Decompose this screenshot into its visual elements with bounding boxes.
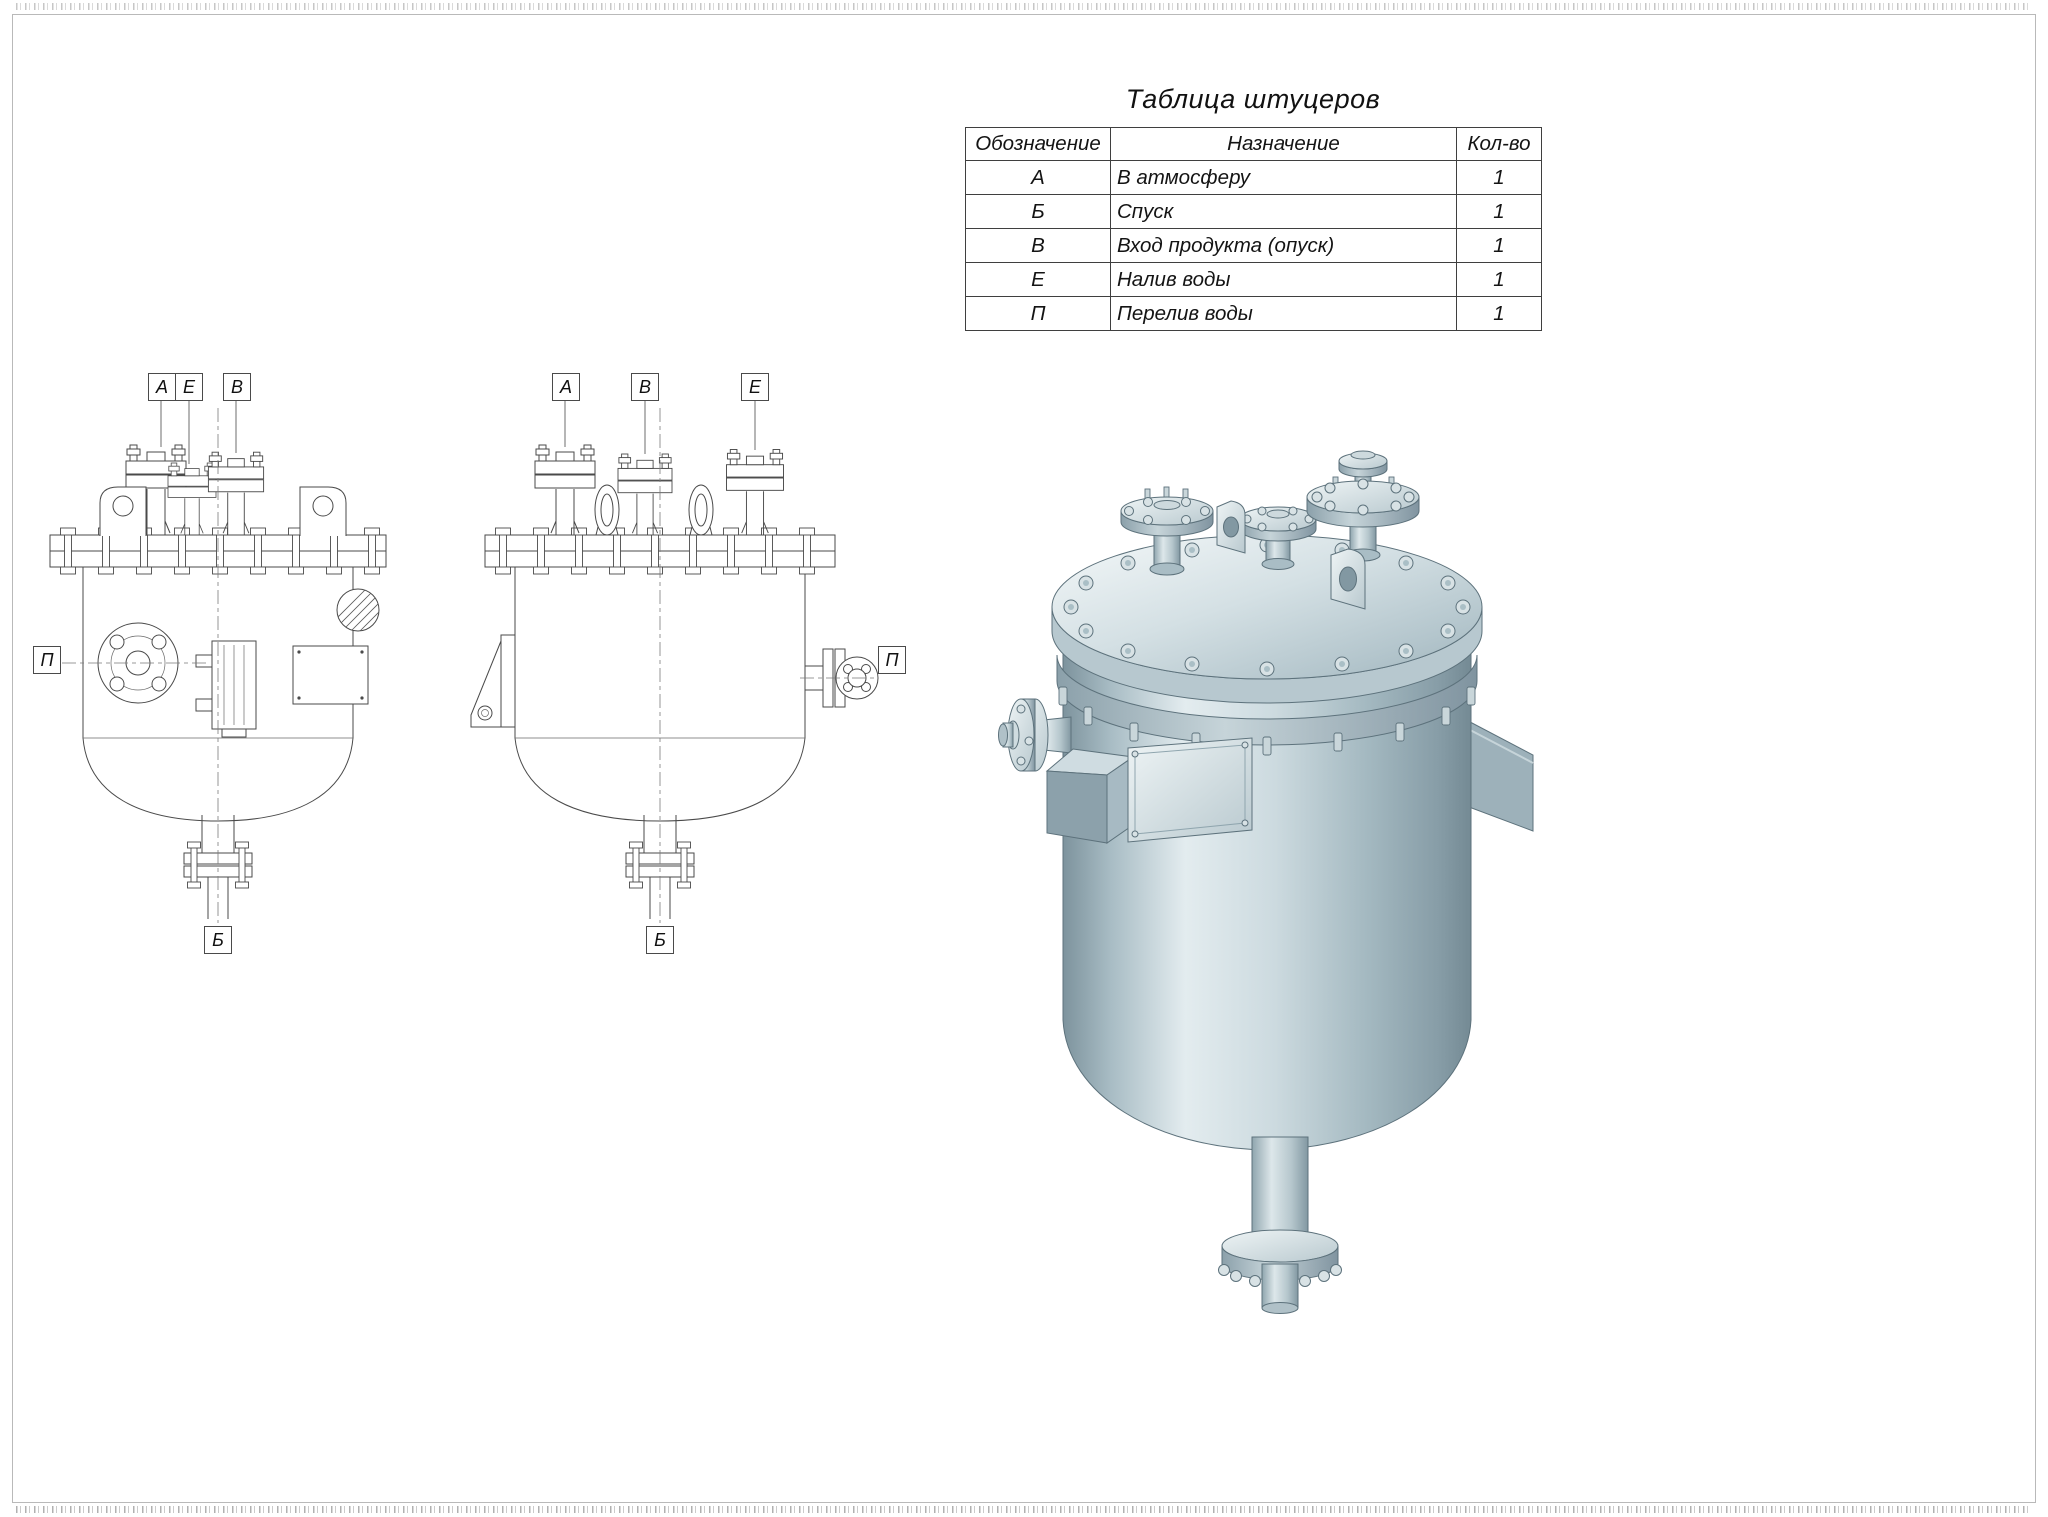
nozzle-label-v: В bbox=[223, 373, 251, 401]
cell-purpose: Налив воды bbox=[1110, 262, 1457, 297]
front-view: А Е В П Б bbox=[28, 363, 438, 973]
cell-designation: П bbox=[965, 296, 1111, 331]
iso-top-nozzle-left bbox=[1120, 486, 1214, 576]
iso-lifting-lug-left bbox=[1216, 500, 1246, 554]
cell-qty: 1 bbox=[1456, 160, 1542, 195]
centerlines bbox=[36, 408, 219, 923]
iso-drain-nozzle bbox=[1218, 1136, 1342, 1314]
cell-purpose: Спуск bbox=[1110, 194, 1457, 229]
front-view-drawing bbox=[36, 401, 387, 923]
sheet-border bbox=[12, 14, 2036, 1503]
nameplate bbox=[292, 645, 369, 705]
leader-lines bbox=[564, 401, 756, 454]
iso-nameplate bbox=[1127, 737, 1253, 843]
nozzle-label-e: Е bbox=[175, 373, 203, 401]
level-gauge bbox=[195, 640, 257, 738]
eye-lug-right bbox=[688, 484, 714, 536]
nozzle-label-b: Б bbox=[646, 926, 674, 954]
nozzle-label-v: В bbox=[631, 373, 659, 401]
lifting-lug-right bbox=[299, 486, 347, 536]
bottom-microtext bbox=[16, 1506, 2032, 1513]
table-row: Б Спуск 1 bbox=[965, 194, 1542, 229]
cell-purpose: В атмосферу bbox=[1110, 160, 1457, 195]
table-row: А В атмосферу 1 bbox=[965, 160, 1542, 195]
side-view: А В Е П Б bbox=[455, 363, 925, 973]
iso-overflow-nozzle bbox=[998, 698, 1072, 772]
table-title: Таблица штуцеров bbox=[1125, 84, 1381, 114]
centerlines bbox=[659, 408, 876, 923]
overflow-nozzle-flange bbox=[97, 622, 179, 704]
iso-view bbox=[985, 415, 1550, 1340]
cell-purpose: Перелив воды bbox=[1110, 296, 1457, 331]
vent-nozzle bbox=[534, 444, 596, 536]
nozzle-label-e: Е bbox=[741, 373, 769, 401]
cell-qty: 1 bbox=[1456, 228, 1542, 263]
top-microtext bbox=[16, 3, 2032, 10]
cell-designation: А bbox=[965, 160, 1111, 195]
nozzle-label-a: А bbox=[148, 373, 176, 401]
nozzle-label-p: П bbox=[33, 646, 61, 674]
overflow-nozzle bbox=[805, 648, 879, 708]
water-fill-nozzle bbox=[726, 449, 784, 536]
table-row: В Вход продукта (опуск) 1 bbox=[965, 228, 1542, 263]
product-inlet-nozzle bbox=[617, 453, 673, 536]
iso-top-nozzle-right bbox=[1306, 450, 1420, 562]
cell-designation: Б bbox=[965, 194, 1111, 229]
cell-qty: 1 bbox=[1456, 194, 1542, 229]
iso-body-flange bbox=[1056, 654, 1478, 756]
iso-view-render bbox=[998, 450, 1534, 1314]
eye-lug-left bbox=[594, 484, 620, 536]
table-row: П Перелив воды 1 bbox=[965, 296, 1542, 331]
iso-lifting-lug-right bbox=[1330, 548, 1366, 610]
lifting-lug-left bbox=[99, 486, 147, 536]
table-header-row: Обозначение Назначение Кол-во bbox=[965, 127, 1542, 161]
nozzle-label-p: П bbox=[878, 646, 906, 674]
col-header-designation: Обозначение bbox=[965, 127, 1111, 161]
table-row: Е Налив воды 1 bbox=[965, 262, 1542, 297]
col-header-purpose: Назначение bbox=[1110, 127, 1457, 161]
nozzle-table-block: Таблица штуцеров Обозначение Назначение … bbox=[965, 84, 1542, 331]
col-header-qty: Кол-во bbox=[1456, 127, 1542, 161]
cell-designation: В bbox=[965, 228, 1111, 263]
cell-qty: 1 bbox=[1456, 296, 1542, 331]
cell-designation: Е bbox=[965, 262, 1111, 297]
cell-qty: 1 bbox=[1456, 262, 1542, 297]
nozzle-label-b: Б bbox=[204, 926, 232, 954]
side-view-drawing bbox=[470, 401, 879, 923]
nozzle-table: Обозначение Назначение Кол-во А В атмосф… bbox=[965, 127, 1542, 331]
cell-purpose: Вход продукта (опуск) bbox=[1110, 228, 1457, 263]
product-inlet-nozzle bbox=[207, 451, 265, 536]
support-bracket bbox=[470, 634, 516, 728]
nozzle-label-a: А bbox=[552, 373, 580, 401]
iso-support-bracket-left bbox=[1045, 748, 1135, 844]
iso-top-nozzle-center bbox=[1239, 506, 1317, 570]
leader-lines bbox=[160, 401, 237, 464]
